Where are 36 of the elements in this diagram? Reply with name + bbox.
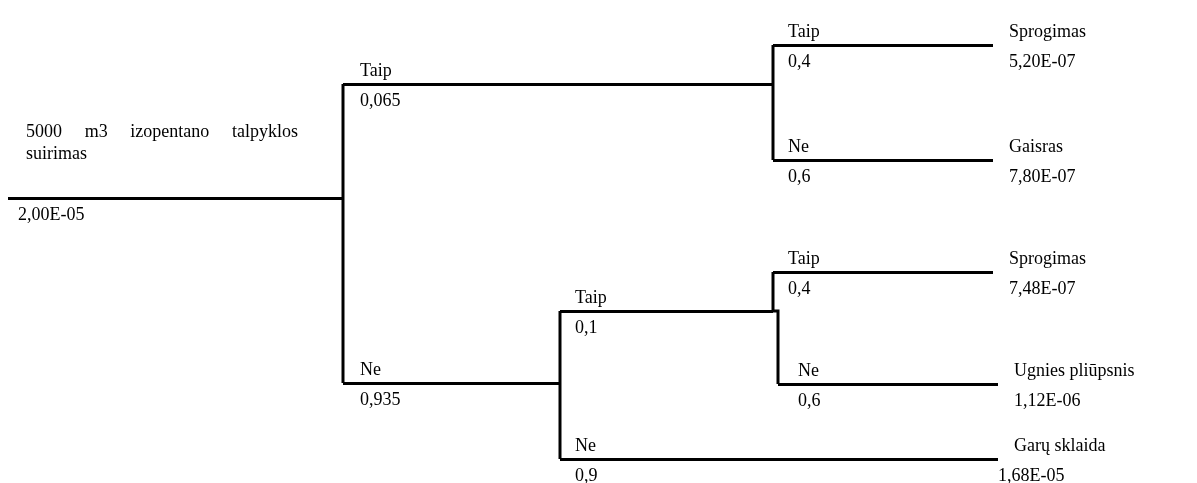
branch-label: Ne bbox=[798, 359, 819, 381]
branch-label: Taip bbox=[575, 286, 607, 308]
probability-value: 0,935 bbox=[360, 388, 401, 410]
probability-value: 0,9 bbox=[575, 464, 598, 483]
branch-connector bbox=[341, 196, 345, 383]
branch-connector bbox=[558, 381, 562, 459]
probability-value: 0,4 bbox=[788, 50, 811, 72]
branch-label: Taip bbox=[360, 59, 392, 81]
branch-label: Taip bbox=[788, 247, 820, 269]
probability-value: 0,6 bbox=[798, 389, 821, 411]
outcome-frequency: 1,68E-05 bbox=[998, 464, 1065, 483]
branch-label: Taip bbox=[788, 20, 820, 42]
branch-connector bbox=[771, 82, 775, 160]
probability-value: 0,1 bbox=[575, 316, 598, 338]
outcome-frequency: 5,20E-07 bbox=[1009, 50, 1076, 72]
outcome-frequency: 7,48E-07 bbox=[1009, 277, 1076, 299]
outcome-frequency: 1,12E-06 bbox=[1014, 389, 1081, 411]
outcome-label: Sprogimas bbox=[1009, 247, 1086, 269]
branch-connector bbox=[771, 272, 775, 313]
outcome-label: Ugnies pliūpsnis bbox=[1014, 359, 1135, 381]
probability-value: 0,4 bbox=[788, 277, 811, 299]
branch-connector bbox=[341, 84, 345, 200]
outcome-label: Sprogimas bbox=[1009, 20, 1086, 42]
probability-value: 0,065 bbox=[360, 89, 401, 111]
outcome-label: Garų sklaida bbox=[1014, 434, 1106, 456]
branch-label: Ne bbox=[788, 135, 809, 157]
outcome-label: Gaisras bbox=[1009, 135, 1063, 157]
initiating-event-label: 5000 m3 izopentano talpyklos suirimas bbox=[26, 120, 298, 164]
branch-connector bbox=[771, 45, 775, 86]
outcome-frequency: 7,80E-07 bbox=[1009, 165, 1076, 187]
branch-connector bbox=[773, 309, 780, 384]
frequency-value: 2,00E-05 bbox=[18, 203, 85, 225]
branch-connector bbox=[558, 311, 562, 385]
probability-value: 0,6 bbox=[788, 165, 811, 187]
branch-label: Ne bbox=[360, 358, 381, 380]
branch-label: Ne bbox=[575, 434, 596, 456]
